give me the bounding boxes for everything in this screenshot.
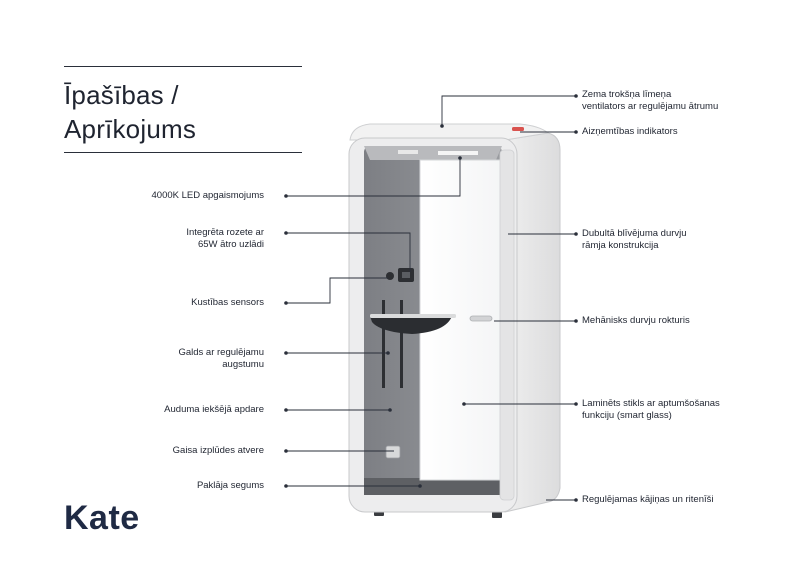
page-title-line-2: Aprīkojums: [64, 114, 197, 144]
label-air-exhaust: Gaisa izplūdes atvere: [172, 445, 264, 456]
desk: [370, 316, 452, 334]
label-door-handle: Mehānisks durvju rokturis: [582, 315, 690, 326]
label-smart-glass: Laminēts stikls ar aptumšošanas funkciju…: [582, 398, 720, 421]
label-adjustable-feet: Regulējamas kājiņas un ritenīši: [582, 494, 714, 505]
label-motion-sensor: Kustības sensors: [191, 297, 264, 308]
label-carpet: Paklāja segums: [196, 480, 264, 491]
leader-lines: [286, 95, 576, 501]
label-occupancy-indicator: Aizņemtības indikators: [582, 126, 678, 137]
air-exhaust-vent: [385, 445, 401, 459]
label-led-lighting: 4000K LED apgaismojums: [151, 190, 264, 201]
label-low-noise-fans: Zema trokšņa līmeņa ventilators ar regul…: [582, 89, 719, 112]
led-light-strip: [438, 151, 478, 155]
occupancy-indicator-light: [512, 127, 524, 131]
page-title-line-1: Īpašības /: [64, 80, 179, 110]
label-fabric-interior: Auduma iekšējā apdare: [164, 404, 264, 415]
door-handle: [469, 315, 493, 322]
leader-dots: [284, 94, 578, 502]
motion-sensor: [386, 272, 394, 280]
led-light-fixture: [398, 150, 418, 154]
title-bottom-rule: [64, 152, 302, 153]
label-integrated-socket: Integrēta rozete ar 65W ātro uzlādi: [186, 227, 264, 250]
brand-logo: Kate: [64, 499, 140, 537]
label-adjustable-desk: Galds ar regulējamu augstumu: [178, 347, 264, 370]
title-top-rule: [64, 66, 302, 67]
label-double-seal-frame: Dubultā blīvējuma durvju rāmja konstrukc…: [582, 228, 687, 251]
